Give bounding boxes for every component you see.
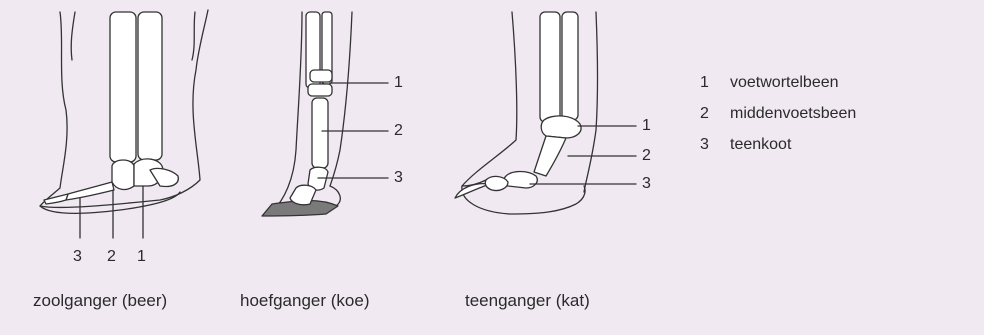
cat-marker-2: 2 (642, 147, 651, 165)
cat-marker-1: 1 (642, 117, 651, 135)
legend-term: voetwortelbeen (730, 74, 839, 92)
legend-term: middenvoetsbeen (730, 105, 856, 123)
cat-foot-drawing (455, 12, 636, 214)
cow-foot-drawing (262, 12, 388, 216)
legend-item: 1 voetwortelbeen (700, 74, 856, 105)
bear-marker-1: 1 (137, 248, 146, 266)
legend-term: teenkoot (730, 136, 791, 154)
bear-marker-2: 2 (107, 248, 116, 266)
legend-number: 2 (700, 105, 730, 123)
legend-item: 2 middenvoetsbeen (700, 105, 856, 136)
cow-marker-2: 2 (394, 122, 403, 140)
bear-marker-3: 3 (73, 248, 82, 266)
bear-foot-drawing (40, 10, 208, 238)
cow-marker-3: 3 (394, 169, 403, 187)
cow-marker-1: 1 (394, 74, 403, 92)
cat-marker-3: 3 (642, 175, 651, 193)
caption-zoolganger: zoolganger (beer) (33, 291, 167, 311)
caption-hoefganger: hoefganger (koe) (240, 291, 369, 311)
legend-number: 1 (700, 74, 730, 92)
caption-teenganger: teenganger (kat) (465, 291, 590, 311)
legend-item: 3 teenkoot (700, 136, 856, 167)
legend: 1 voetwortelbeen 2 middenvoetsbeen 3 tee… (700, 74, 856, 167)
legend-number: 3 (700, 136, 730, 154)
